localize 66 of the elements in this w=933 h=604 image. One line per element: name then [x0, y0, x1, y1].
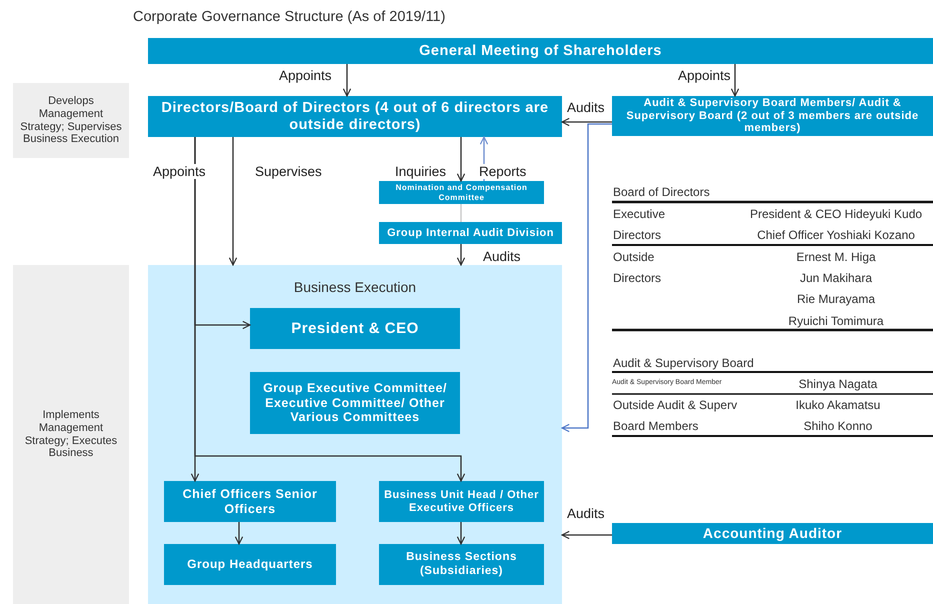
table-cell-text: Ernest M. Higa — [795, 250, 877, 264]
table-cell-text: Rie Murayama — [796, 292, 876, 306]
arrow — [234, 522, 244, 545]
node-label: Group Headquarters — [187, 558, 313, 572]
node-label: Directors/Board of Directors (4 out of 6 directors are outside directors) — [160, 100, 550, 134]
edge-label: Appoints — [677, 68, 732, 83]
table-cell: Outside — [613, 250, 654, 264]
arrow — [561, 123, 612, 432]
node-label: Audit & Supervisory Board Members/ Audit & Supervisory Board (2 out of 3 members are outside members) — [625, 97, 920, 135]
node-label: Business Sections (Subsidiaries) — [405, 551, 518, 578]
process-box — [379, 222, 562, 244]
node-label: Develops Management Strategy; Supervises Business Execution — [19, 95, 123, 146]
arrow — [561, 118, 612, 126]
process-box — [148, 96, 562, 137]
node-label: Business Unit Head / Other Executive Officers — [383, 488, 540, 514]
node-label: Group Executive Committee/ Executive Committee/ Other Various Committees — [262, 381, 448, 425]
process-box — [164, 481, 336, 522]
arrow — [456, 137, 466, 182]
edge-label: Supervises — [254, 164, 323, 179]
table-cell: Directors — [613, 271, 662, 285]
table-cell-text: Shiho Konno — [802, 419, 874, 433]
process-box — [250, 372, 460, 434]
node-label: Accounting Auditor — [702, 525, 842, 542]
node-label: President & CEO — [291, 320, 419, 338]
edge-label: Reports — [478, 164, 528, 179]
arrow — [456, 522, 466, 545]
table-heading: Board of Directors — [613, 185, 710, 199]
arrow — [228, 137, 238, 266]
process-box — [379, 181, 544, 204]
edge-label: Appoints — [152, 164, 207, 179]
node-label: Implements Management Strategy; Executes Business — [24, 409, 118, 460]
arrow — [456, 244, 466, 266]
arrow — [194, 137, 466, 482]
diagram-title: Corporate Governance Structure (As of 2019/11) — [133, 9, 446, 25]
edge-label: Audits — [566, 506, 606, 521]
node-label: Group Internal Audit Division — [387, 226, 554, 240]
node-label: General Meeting of Shareholders — [419, 42, 662, 60]
table-cell: Executive — [613, 207, 666, 221]
table-cell: Board Members — [613, 419, 698, 433]
process-box — [164, 544, 336, 585]
arrow — [342, 64, 352, 97]
process-box — [148, 38, 933, 64]
arrow — [730, 64, 740, 97]
table-heading: Audit & Supervisory Board — [613, 356, 754, 370]
table-cell: Directors — [613, 228, 662, 242]
connector-line — [460, 204, 462, 222]
table-cell-text: President & CEO Hideyuki Kudo — [748, 207, 924, 221]
group-panel — [148, 265, 562, 604]
process-box — [612, 523, 933, 544]
table-cell-text: Ikuko Akamatsu — [794, 398, 882, 412]
edge-label: Inquiries — [394, 164, 448, 179]
table-cell-text: Shinya Nagata — [798, 377, 878, 391]
table-cell: Outside Audit & Superv — [613, 398, 738, 412]
arrow — [561, 530, 612, 540]
node-label: Nomination and Compensation Committee — [394, 183, 528, 202]
process-box — [250, 308, 460, 349]
edge-label: Audits — [566, 100, 606, 115]
table-cell-text: Chief Officer Yoshiaki Kozano — [756, 228, 916, 242]
table-cell-text: Ryuichi Tomimura — [787, 314, 885, 328]
node-label: Chief Officers Senior Officers — [182, 487, 318, 516]
process-box — [379, 544, 544, 585]
edge-label: Audits — [482, 249, 522, 264]
edge-label: Appoints — [278, 68, 333, 83]
group-heading: Business Execution — [294, 279, 416, 296]
table-cell-text: Jun Makihara — [798, 271, 874, 285]
process-box — [379, 481, 544, 522]
